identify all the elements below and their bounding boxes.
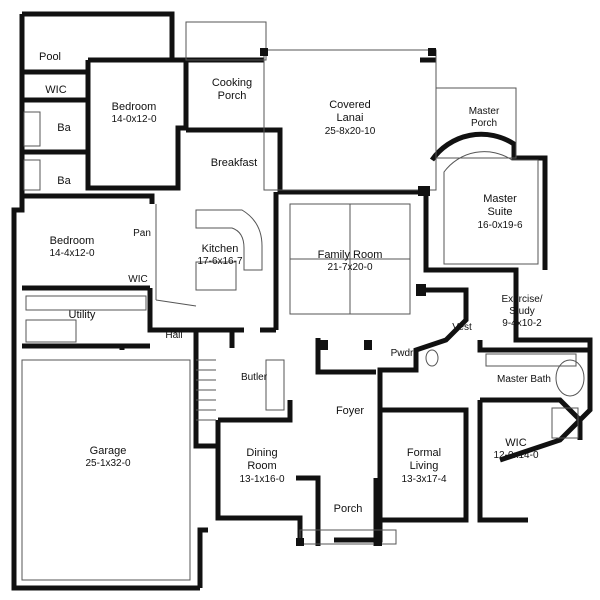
pool-label: Pool xyxy=(39,51,61,63)
hall-label: Hall xyxy=(165,330,182,341)
wic-upper-label: WIC xyxy=(45,84,66,96)
family-room-dims: 21-7x20-0 xyxy=(327,262,372,273)
walls xyxy=(11,11,593,591)
garage-dims: 25-1x32-0 xyxy=(85,458,130,469)
bedroom-lower-label: Bedroom xyxy=(50,235,95,247)
utility-label: Utility xyxy=(69,309,96,321)
bedroom-lower-dims: 14-4x12-0 xyxy=(49,248,94,259)
covered-lanai-label-2: Lanai xyxy=(337,112,364,124)
dining-room-dims: 13-1x16-0 xyxy=(239,474,284,485)
kitchen-dims: 17-6x16-7 xyxy=(197,256,242,267)
formal-living-label-1: Formal xyxy=(407,447,441,459)
porch-label: Porch xyxy=(334,503,363,515)
columns xyxy=(260,48,436,546)
master-suite-label-2: Suite xyxy=(487,206,512,218)
pwdr-label: Pwdr xyxy=(391,348,414,359)
detail-lines xyxy=(21,21,585,581)
master-suite-dims: 16-0x19-6 xyxy=(477,220,522,231)
ba-upper-label: Ba xyxy=(57,122,71,134)
wic-mid-label: WIC xyxy=(128,274,147,285)
family-room-label: Family Room xyxy=(318,249,383,261)
garage-label: Garage xyxy=(90,445,127,457)
bedroom-upper-label: Bedroom xyxy=(112,101,157,113)
formal-living-label-2: Living xyxy=(410,460,439,472)
foyer-label: Foyer xyxy=(336,405,364,417)
room-labels: Pool WIC Bedroom 14-0x12-0 Ba Ba Cooking… xyxy=(39,51,551,515)
master-porch-label-2: Porch xyxy=(471,118,497,129)
pan-label: Pan xyxy=(133,228,151,239)
kitchen-label: Kitchen xyxy=(202,243,239,255)
bedroom-upper-dims: 14-0x12-0 xyxy=(111,114,156,125)
formal-living-dims: 13-3x17-4 xyxy=(401,474,446,485)
master-bath-label: Master Bath xyxy=(497,374,551,385)
cooking-porch-label-2: Porch xyxy=(218,90,247,102)
master-suite-label-1: Master xyxy=(483,193,517,205)
cooking-porch-label-1: Cooking xyxy=(212,77,252,89)
butler-label: Butler xyxy=(241,372,268,383)
exercise-study-label-2: Study xyxy=(509,306,535,317)
exercise-study-dims: 9-4x10-2 xyxy=(502,318,542,329)
master-porch-label-1: Master xyxy=(469,106,500,117)
covered-lanai-label-1: Covered xyxy=(329,99,371,111)
vest-label: Vest xyxy=(452,322,472,333)
exercise-study-label-1: Exercise/ xyxy=(501,294,542,305)
breakfast-label: Breakfast xyxy=(211,157,257,169)
dining-room-label-1: Dining xyxy=(246,447,277,459)
wic-lower-label: WIC xyxy=(505,437,526,449)
dining-room-label-2: Room xyxy=(247,460,276,472)
ba-lower-label: Ba xyxy=(57,175,71,187)
covered-lanai-dims: 25-8x20-10 xyxy=(325,126,376,137)
wic-lower-dims: 12-0x14-0 xyxy=(493,450,538,461)
